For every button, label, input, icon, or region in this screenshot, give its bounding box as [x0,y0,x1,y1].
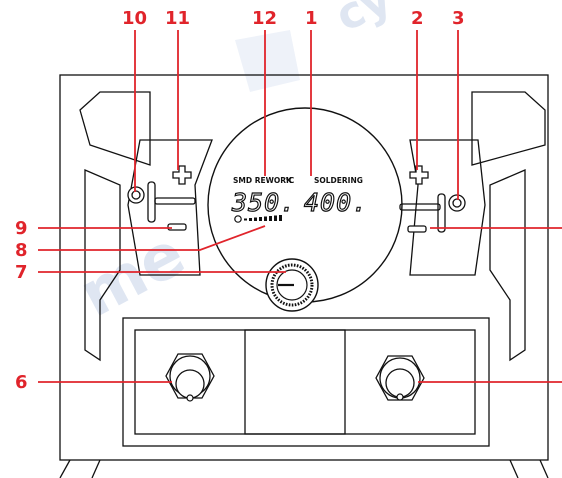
callout-10: 10 [122,8,147,29]
t-handle-left [147,181,196,223]
station-body [59,74,549,478]
left-side-panel [84,169,121,362]
foot-right-inner [509,459,519,478]
airflow-bar [274,215,277,221]
watermark-text-right: cy [328,0,399,42]
callout-2: 2 [411,8,424,29]
lcd-unit: °C [285,176,295,185]
watermark-text-left: me [68,217,196,332]
fan-icon [234,215,242,223]
center-label-plate [244,329,346,435]
callout-3: 3 [452,8,465,29]
airflow-bar [259,217,262,221]
lcd-mode-left: SMD REWORK [233,176,293,185]
outer-frame [59,74,549,461]
callout-12: 12 [252,8,277,29]
lcd-temp-right: 400. [304,188,368,217]
lcd-temp-left: 350. [231,188,296,217]
airflow-bar-graph [234,215,282,223]
foot-right-outer [539,459,549,478]
minus-button-left[interactable] [167,223,187,231]
plus-button-left[interactable] [172,165,192,185]
foot-left-outer [59,459,71,478]
lcd-mode-right: SOLDERING [314,176,363,185]
right-side-panel [489,169,526,362]
connector-left [165,353,215,402]
callout-8: 8 [15,240,28,261]
foot-left-inner [91,459,101,478]
leader-8 [38,225,266,251]
minus-button-right[interactable] [407,225,427,233]
callout-7: 7 [15,262,28,283]
left-upper-panel [79,91,151,166]
power-button-left[interactable] [127,186,145,204]
right-control-pad [409,139,486,276]
airflow-knob[interactable] [265,258,319,312]
callout-1: 1 [305,8,318,29]
plus-button-right[interactable] [409,165,429,185]
connector-right [375,355,425,401]
airflow-bar [264,216,267,221]
right-upper-panel [471,91,546,166]
callout-6: 6 [15,372,28,393]
callout-9: 9 [15,218,28,239]
airflow-bar [249,218,252,221]
airflow-bar [279,215,282,221]
airflow-bar [244,218,247,221]
watermark-logo [235,30,300,92]
t-handle-right [399,193,446,233]
airflow-bar [269,216,272,221]
left-control-pad [127,139,213,276]
power-button-right[interactable] [448,194,466,212]
callout-leaders [38,30,562,383]
airflow-bar [254,217,257,221]
callout-11: 11 [165,8,190,29]
